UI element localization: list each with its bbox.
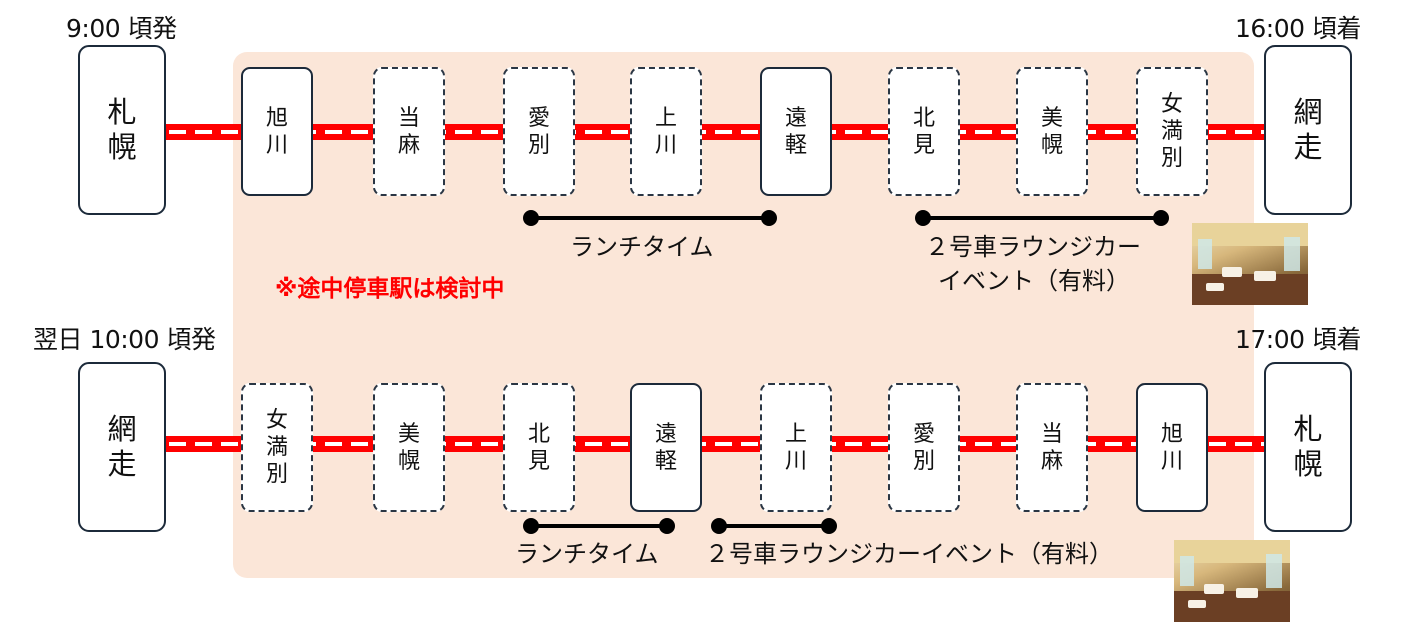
station-char: 別	[265, 462, 288, 487]
return-stop-8: 旭 川	[1136, 383, 1208, 512]
photo-window	[1180, 556, 1194, 586]
return-stop-7: 当 麻	[1016, 383, 1088, 512]
return-stop-6: 愛 別	[888, 383, 960, 512]
station-char: 札	[1293, 412, 1323, 446]
station-char: 麻	[1040, 448, 1063, 474]
outbound-stop-6: 北 見	[888, 67, 960, 196]
outbound-destination-station: 網 走	[1264, 45, 1352, 215]
outbound-stop-3: 愛 別	[503, 67, 575, 196]
station-char: 軽	[784, 132, 807, 158]
return-stop-3: 北 見	[503, 383, 575, 512]
photo-window	[1198, 239, 1212, 269]
station-char: 北	[912, 105, 935, 131]
return-departure-time: 翌日 10:00 頃発	[33, 325, 216, 354]
station-char: 満	[1160, 119, 1183, 144]
station-char: 当	[1040, 421, 1063, 447]
station-char: 見	[527, 448, 550, 474]
station-char: 川	[265, 132, 288, 158]
photo-table	[1236, 588, 1258, 598]
station-char: 幌	[397, 448, 420, 474]
station-char: 北	[527, 421, 550, 447]
station-char: 川	[1160, 448, 1183, 474]
photo-table	[1222, 267, 1242, 277]
outbound-lounge-span	[915, 210, 1169, 226]
photo-table	[1204, 584, 1224, 594]
station-char: 別	[912, 448, 935, 474]
photo-table	[1206, 283, 1224, 291]
station-char: 別	[1160, 146, 1183, 171]
station-char: 別	[527, 132, 550, 158]
photo-table	[1188, 600, 1206, 608]
station-char: 上	[784, 421, 807, 447]
outbound-stop-5: 遠 軽	[760, 67, 832, 196]
photo-wall	[1192, 223, 1308, 246]
station-char: 幌	[107, 130, 137, 164]
photo-table	[1254, 271, 1276, 281]
lounge-car-photo	[1192, 223, 1308, 305]
station-char: 美	[397, 421, 420, 447]
station-char: 満	[265, 435, 288, 460]
station-char: 軽	[654, 448, 677, 474]
outbound-stop-8: 女 満 別	[1136, 67, 1208, 196]
station-char: 川	[654, 132, 677, 158]
photo-wall	[1174, 540, 1290, 563]
outbound-stop-1: 旭 川	[241, 67, 313, 196]
station-char: 札	[107, 95, 137, 129]
stops-under-review-note: ※途中停車駅は検討中	[275, 276, 505, 302]
station-char: 幌	[1293, 447, 1323, 481]
outbound-lounge-label-line1: ２号車ラウンジカー	[925, 233, 1141, 261]
return-arrival-time: 17:00 頃着	[1235, 325, 1362, 354]
station-char: 女	[1160, 92, 1183, 117]
photo-window	[1284, 237, 1300, 271]
outbound-origin-station: 札 幌	[78, 45, 166, 215]
station-char: 遠	[784, 105, 807, 131]
outbound-lunch-label: ランチタイム	[570, 233, 714, 261]
return-lunch-label: ランチタイム	[515, 540, 659, 568]
outbound-stop-7: 美 幌	[1016, 67, 1088, 196]
return-stop-2: 美 幌	[373, 383, 445, 512]
station-char: 当	[397, 105, 420, 131]
return-lunch-span	[523, 518, 675, 534]
station-char: 女	[265, 408, 288, 433]
station-char: 網	[107, 412, 137, 446]
return-destination-station: 札 幌	[1264, 362, 1352, 532]
station-char: 遠	[654, 421, 677, 447]
station-char: 旭	[265, 105, 288, 131]
outbound-rail-line	[160, 124, 1270, 140]
return-rail-line	[160, 436, 1270, 452]
return-origin-station: 網 走	[78, 362, 166, 532]
return-stop-5: 上 川	[760, 383, 832, 512]
station-char: 走	[1293, 130, 1323, 164]
outbound-stop-4: 上 川	[630, 67, 702, 196]
station-char: 川	[784, 448, 807, 474]
station-char: 上	[654, 105, 677, 131]
return-stop-4: 遠 軽	[630, 383, 702, 512]
station-char: 愛	[912, 421, 935, 447]
photo-window	[1266, 554, 1282, 588]
lounge-car-photo	[1174, 540, 1290, 622]
return-stop-1: 女 満 別	[241, 383, 313, 512]
station-char: 網	[1293, 95, 1323, 129]
outbound-stop-2: 当 麻	[373, 67, 445, 196]
station-char: 麻	[397, 132, 420, 158]
station-char: 愛	[527, 105, 550, 131]
station-char: 旭	[1160, 421, 1183, 447]
outbound-departure-time: 9:00 頃発	[66, 14, 177, 43]
outbound-lunch-span	[523, 210, 777, 226]
outbound-lounge-label-line2: イベント（有料）	[938, 267, 1130, 295]
station-char: 見	[912, 132, 935, 158]
outbound-arrival-time: 16:00 頃着	[1235, 14, 1362, 43]
station-char: 美	[1040, 105, 1063, 131]
return-lounge-span	[711, 518, 837, 534]
station-char: 幌	[1040, 132, 1063, 158]
station-char: 走	[107, 447, 137, 481]
return-lounge-label: ２号車ラウンジカーイベント（有料）	[705, 540, 1113, 568]
